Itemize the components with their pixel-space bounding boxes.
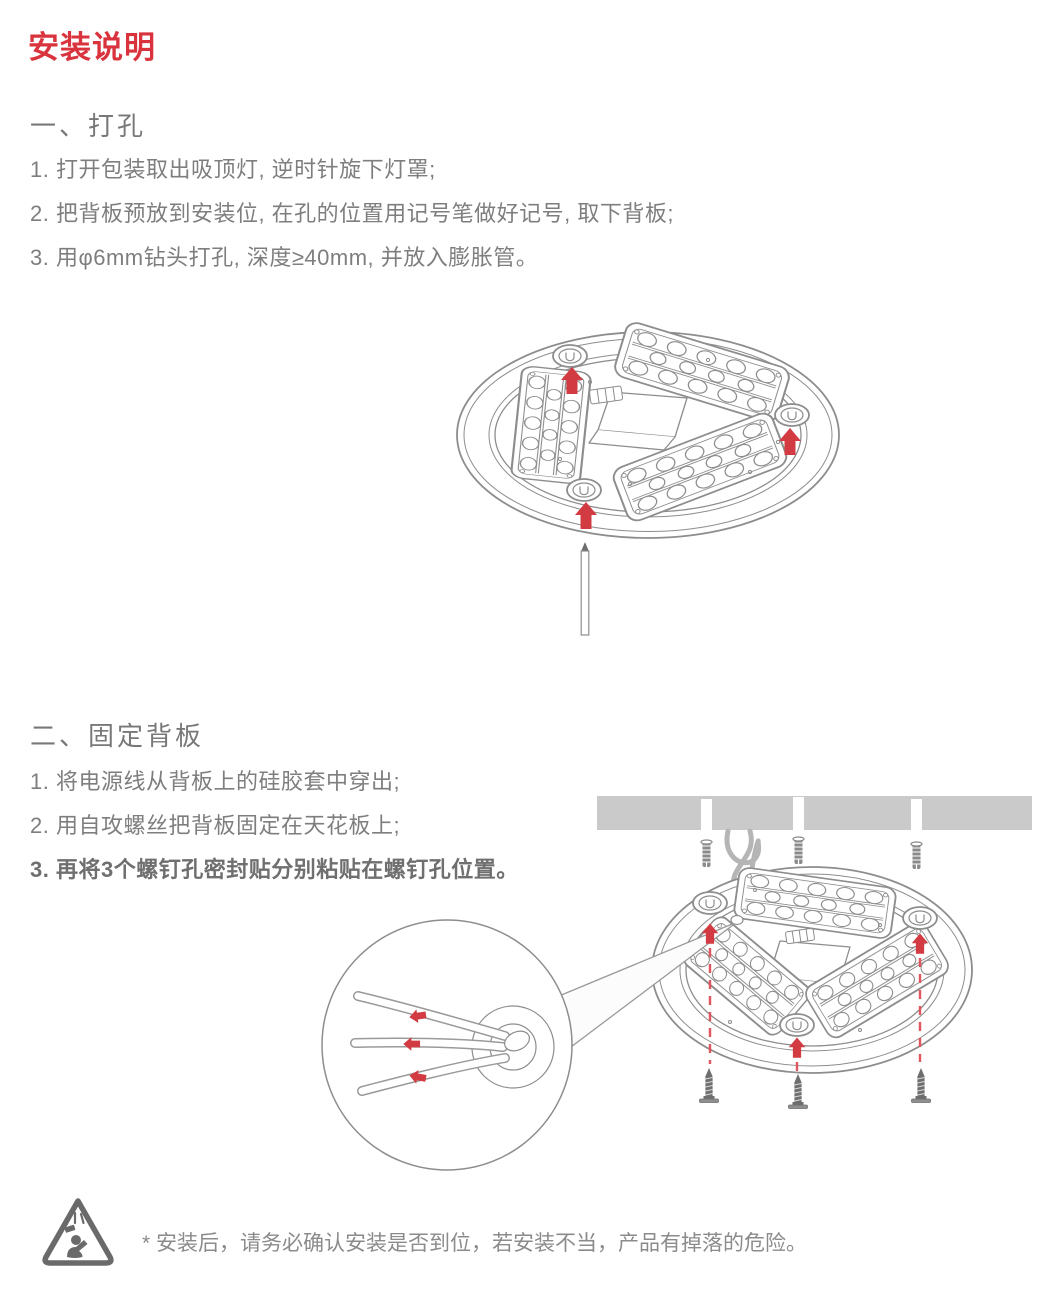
drilled-holes	[701, 797, 922, 830]
section-2-step-2: 2. 用自攻螺丝把背板固定在天花板上;	[30, 813, 401, 838]
screw-hole-boss	[779, 1013, 815, 1037]
wall-anchor-icon	[792, 836, 805, 865]
footnote-text: * 安装后，请务必确认安装是否到位，若安装不当，产品有掉落的危险。	[142, 1232, 808, 1255]
screw-hole-boss	[552, 344, 588, 368]
section-2-step-1: 1. 将电源线从背板上的硅胶套中穿出;	[30, 769, 401, 794]
terminal-block	[785, 927, 815, 945]
person-pictogram	[67, 1235, 88, 1258]
silicone-sleeve-hole	[730, 914, 744, 926]
page-title: 安装说明	[28, 30, 156, 65]
self-tapping-screw-icon	[699, 1067, 719, 1103]
section-1-step-1: 1. 打开包装取出吸顶灯, 逆时针旋下灯罩;	[30, 157, 436, 182]
wall-anchor-icon	[700, 839, 713, 868]
self-tapping-screw-icon	[911, 1067, 931, 1103]
junction-box	[588, 391, 688, 451]
led-module	[509, 364, 593, 486]
drill-bit-icon	[580, 542, 590, 636]
screw-hole-boss	[774, 403, 810, 427]
rivet-dots	[557, 357, 781, 487]
section-1-heading: 一、打孔	[30, 111, 147, 141]
screw-hole-boss	[902, 906, 938, 930]
screw-hole-boss	[566, 478, 602, 502]
rivet-dots	[728, 888, 882, 1032]
section-2-step-3: 3. 再将3个螺钉孔密封贴分别粘贴在螺钉孔位置。	[30, 857, 519, 882]
self-tapping-screw-icon	[788, 1073, 808, 1109]
backplate-illustration	[456, 322, 840, 539]
terminal-block	[588, 385, 624, 405]
section-2-heading: 二、固定背板	[30, 721, 205, 751]
pulled-wires	[350, 991, 510, 1096]
alignment-dashed-lines	[708, 948, 922, 1072]
section-1-step-3: 3. 用φ6mm钻头打孔, 深度≥40mm, 并放入膨胀管。	[30, 245, 539, 270]
figure-drilling-illustration	[456, 322, 840, 636]
wall-anchor-icon	[910, 841, 923, 870]
wire-detail-zoom-circle	[321, 919, 573, 1171]
figure-fixing-illustration	[321, 796, 1032, 1171]
backplate-illustration	[651, 865, 973, 1074]
screw-hole-boss	[692, 891, 728, 915]
ceiling-bar	[597, 796, 1032, 830]
warning-triangle-icon	[42, 1198, 114, 1266]
falling-debris-marks	[65, 1211, 85, 1226]
section-1-step-2: 2. 把背板预放到安装位, 在孔的位置用记号笔做好记号, 取下背板;	[30, 201, 675, 226]
